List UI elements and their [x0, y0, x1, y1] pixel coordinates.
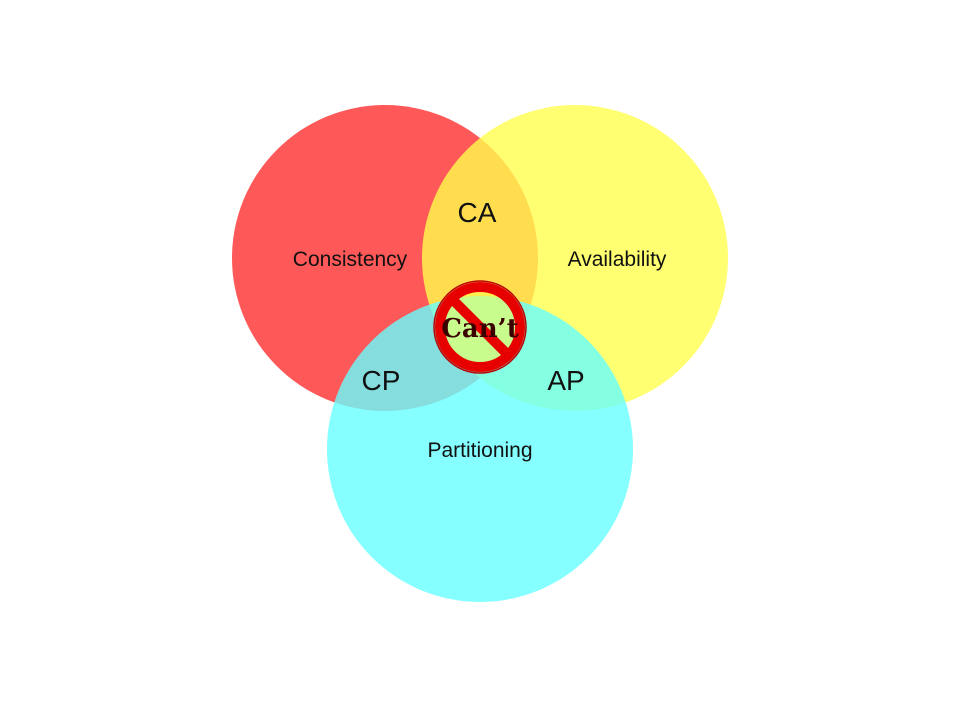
cant-label: Can’t: [441, 314, 519, 344]
partitioning-label: Partitioning: [427, 439, 532, 462]
partitioning-circle: [327, 296, 633, 602]
cp-intersection-label: CP: [362, 365, 401, 396]
availability-label: Availability: [568, 248, 667, 271]
ap-intersection-label: AP: [547, 365, 584, 396]
ca-intersection-label: CA: [458, 197, 497, 228]
prohibition-sign-icon: [433, 280, 527, 374]
consistency-label: Consistency: [293, 248, 408, 271]
